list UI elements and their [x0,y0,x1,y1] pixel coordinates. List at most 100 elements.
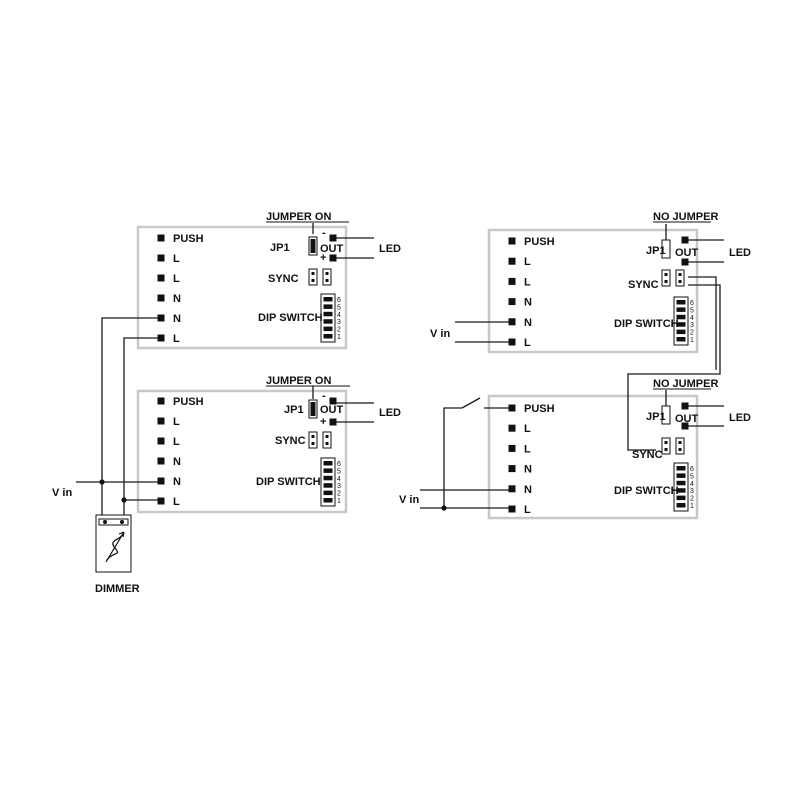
terminal-label-push: PUSH [173,396,204,408]
dip-switch-number: 1 [337,498,341,505]
terminal-block [681,258,689,266]
dip-switch-lever [676,480,686,486]
dip-switch-lever [323,468,333,473]
sync-pin [325,272,329,275]
sync-pin-header [322,268,332,286]
vin-label: V in [399,494,419,506]
sync-pin-header [308,431,318,449]
terminal-label-push: PUSH [524,403,555,415]
jp1-header [661,239,671,259]
neutral-wire-left [101,317,159,483]
junction-dot [121,497,127,503]
dip-switch-lever [323,461,333,466]
dip-switch-lever [323,483,333,488]
dip-switch-label: DIP SWITCH [258,312,323,324]
terminal-block [681,422,689,430]
sync-pin [325,435,329,438]
terminal-block [508,485,516,493]
sync-pin-header [675,269,685,287]
dip-switch-lever [676,337,686,342]
terminal-block [157,314,165,322]
dip-switch-number: 4 [690,315,694,322]
jumper-cap [310,402,316,416]
terminal-label-l: L [173,436,180,448]
terminal-block [508,318,516,326]
dip-switch-lever [323,490,333,496]
dip-switch-number: 5 [337,468,341,475]
dip-switch-number: 3 [337,483,341,490]
jp1-label: JP1 [646,245,666,257]
components-layer [95,221,711,573]
dip-switch-lever [323,304,333,309]
out-label: OUT [320,243,344,255]
dip-switch-lever [323,334,333,339]
terminal-block [157,437,165,445]
dip-switch-number: 1 [690,503,694,510]
terminal-block [329,397,337,405]
dip-switch-lever [323,311,333,317]
no-jumper-label: NO JUMPER [653,211,718,223]
sync-label: SYNC [268,273,299,285]
dip-switch-number: 4 [690,481,694,488]
dip-switch-number: 4 [337,476,341,483]
sync-label: SYNC [275,435,306,447]
terminal-label-l: L [524,337,531,349]
terminal-block [508,237,516,245]
dip-switch-number: 3 [337,319,341,326]
terminal-label-n: N [173,313,181,325]
terminal-block [508,298,516,306]
out-label: OUT [320,404,344,416]
sync-pin-header [308,268,318,286]
dimmer-terminal-strip [98,518,129,526]
sync-pin [311,272,315,275]
terminal-block [508,257,516,265]
sync-pin [325,279,329,282]
dimmer-terminal [103,520,107,524]
junction-dot [441,505,447,511]
terminal-label-l: L [524,504,531,516]
terminal-label-push: PUSH [524,236,555,248]
dip-switch-lever [676,300,686,305]
sync-pin [678,441,682,444]
junction-dot [99,479,105,485]
sync-pin-header [661,437,671,455]
dip-switch-label: DIP SWITCH [614,485,679,497]
minus-label: - [322,390,326,402]
sync-wire [688,276,717,370]
jumper-cap [310,239,316,253]
terminal-block [681,402,689,410]
terminal-block [157,417,165,425]
sync-pin-header [322,431,332,449]
terminal-label-n: N [524,484,532,496]
minus-label: - [322,227,326,239]
dip-switch-lever [323,475,333,481]
terminal-block [157,497,165,505]
led-label: LED [379,407,401,419]
terminal-block [508,465,516,473]
jp1-label: JP1 [284,404,304,416]
jumper-on-label: JUMPER ON [266,211,331,223]
jumper-on-label: JUMPER ON [266,375,331,387]
sync-pin-header [675,437,685,455]
terminal-block [157,477,165,485]
vin-label: V in [52,487,72,499]
dip-switch-lever [323,498,333,503]
terminal-label-n: N [524,297,532,309]
terminal-label-l: L [524,256,531,268]
terminal-label-n: N [173,456,181,468]
sync-pin [678,448,682,451]
sync-pin [325,442,329,445]
dip-switch-number: 6 [690,466,694,473]
dip-switch-label: DIP SWITCH [256,476,321,488]
sync-label: SYNC [632,449,663,461]
sync-pin [678,280,682,283]
led-label: LED [729,247,751,259]
terminal-label-n: N [173,476,181,488]
dip-switch-lever [676,307,686,312]
out-label: OUT [675,413,699,425]
dip-switch-number: 5 [690,473,694,480]
terminal-block [157,334,165,342]
dip-switch-lever [323,319,333,324]
plus-label: + [320,252,326,264]
